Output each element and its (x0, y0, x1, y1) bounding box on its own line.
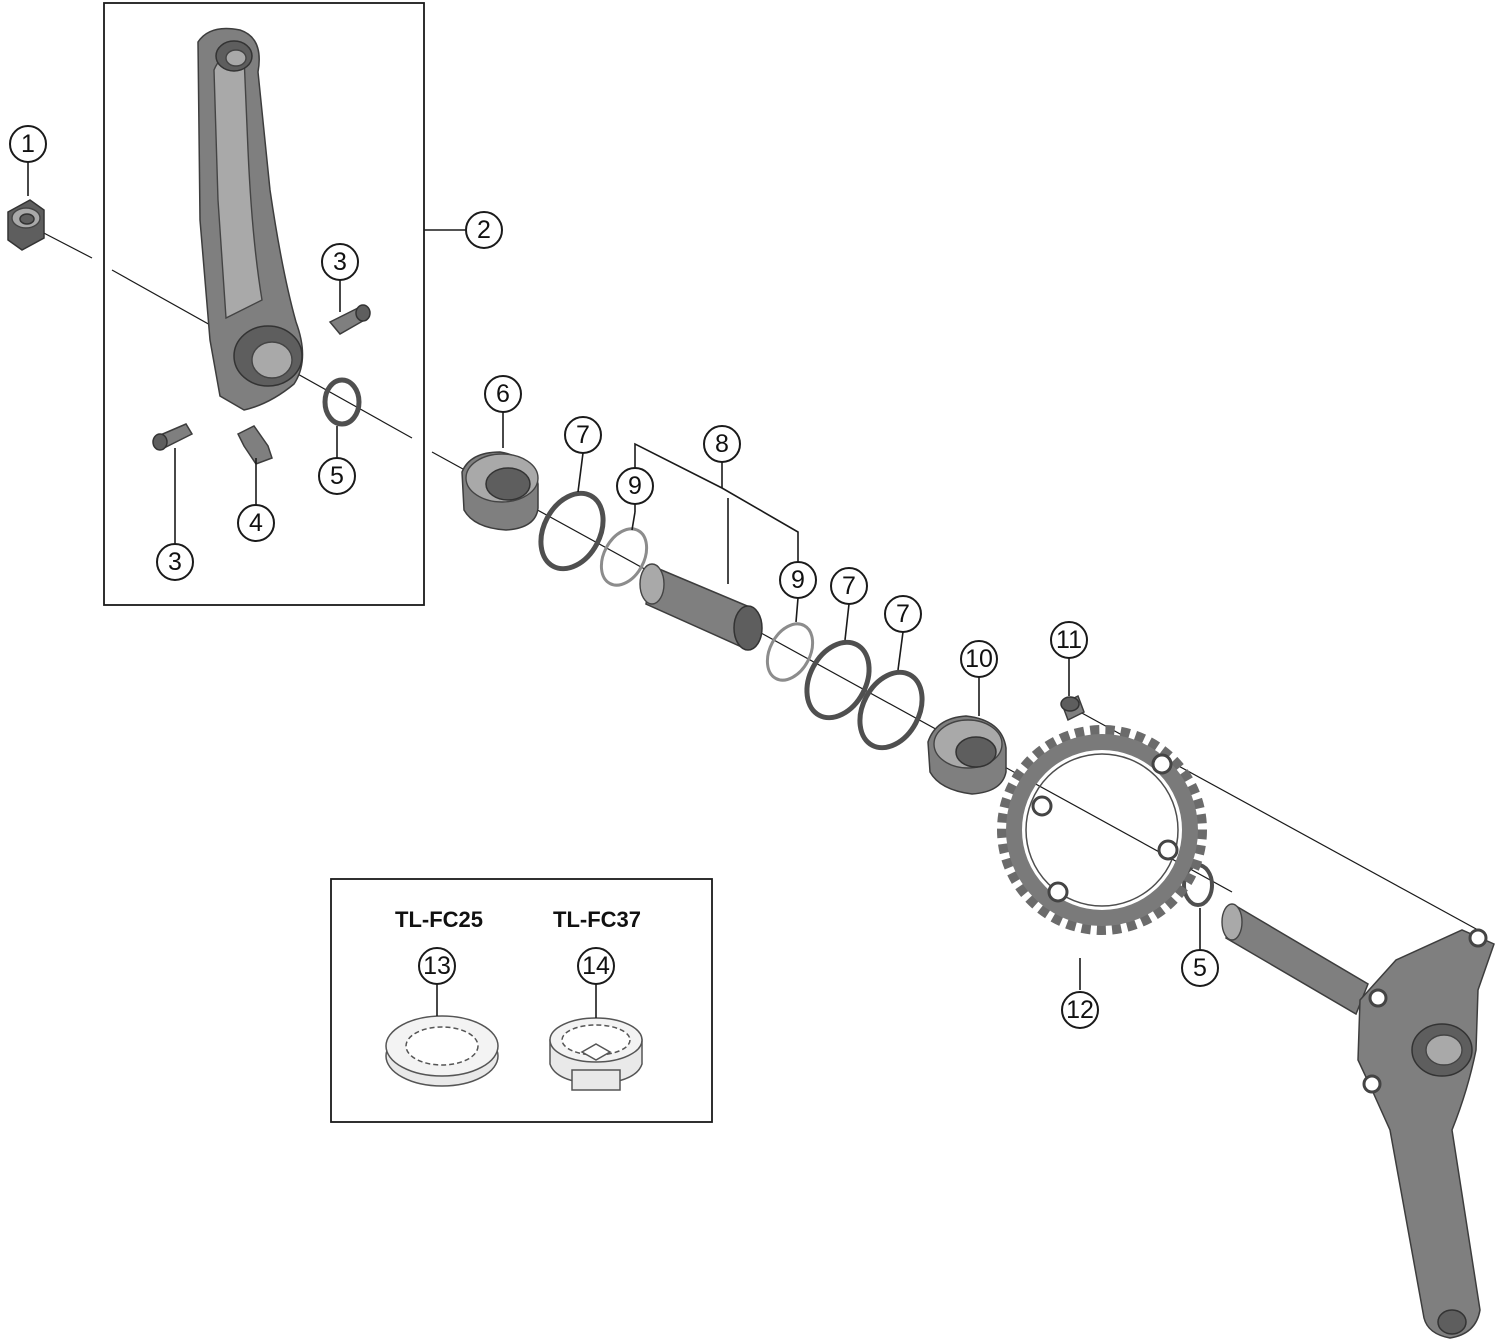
callout-13-label: 13 (423, 952, 451, 980)
right-bearing-cup-icon (927, 715, 1007, 795)
callout-10-label: 10 (965, 645, 993, 673)
pinch-bolt-lower-icon (152, 423, 194, 451)
crank-fixing-bolt-icon (7, 199, 45, 251)
callout-9-b: 9 (779, 561, 817, 599)
tool-fc25-label: TL-FC25 (395, 907, 483, 932)
callout-1: 1 (9, 125, 47, 163)
callout-7-b-label: 7 (842, 572, 856, 600)
callout-10: 10 (960, 640, 998, 678)
inner-cover-tube-icon (639, 563, 763, 651)
spacer-ring-2-icon (804, 639, 872, 721)
callout-6-label: 6 (496, 380, 510, 408)
bottom-bracket-tool-icon (549, 1017, 643, 1091)
callout-14: 14 (577, 947, 615, 985)
pinch-bolt-upper-icon (328, 304, 371, 335)
callout-1-label: 1 (21, 130, 35, 158)
callout-3-lower: 3 (156, 543, 194, 581)
crank-arm-spindle-icon (1221, 903, 1495, 1339)
callout-5-right-label: 5 (1193, 954, 1207, 982)
callout-8: 8 (703, 425, 741, 463)
chainring-bolt-icon (1060, 694, 1085, 722)
callout-2: 2 (465, 211, 503, 249)
spacer-ring-1-icon (538, 490, 606, 572)
crank-arm-icon (197, 27, 304, 411)
callout-13: 13 (418, 947, 456, 985)
callout-11-label: 11 (1056, 626, 1082, 654)
safety-plate-icon (236, 425, 273, 465)
tools-box (330, 878, 713, 1123)
callout-3-lower-label: 3 (168, 548, 182, 576)
callout-7-a-label: 7 (576, 421, 590, 449)
callout-8-label: 8 (715, 430, 729, 458)
callout-12-label: 12 (1066, 996, 1094, 1024)
lockring-tool-icon (385, 1015, 499, 1087)
callout-6: 6 (484, 375, 522, 413)
callout-7-b: 7 (830, 567, 868, 605)
callout-9-a-label: 9 (628, 472, 642, 500)
callout-5-left-label: 5 (330, 462, 344, 490)
callout-7-a: 7 (564, 416, 602, 454)
callout-9-a: 9 (616, 467, 654, 505)
callout-2-label: 2 (477, 216, 491, 244)
callout-14-label: 14 (582, 952, 610, 980)
callout-7-c-label: 7 (896, 600, 910, 628)
spacer-ring-3-icon (857, 669, 925, 751)
callout-5-left: 5 (318, 457, 356, 495)
left-crank-group-box (103, 2, 425, 606)
bearing-seal-ring-2-icon (765, 622, 815, 682)
chainring-icon (997, 725, 1207, 935)
callout-4-label: 4 (249, 509, 263, 537)
o-ring-left-icon (322, 377, 362, 427)
callout-4: 4 (237, 504, 275, 542)
callout-12: 12 (1061, 991, 1099, 1029)
leader-lines (27, 162, 1201, 1018)
callout-3-upper-label: 3 (333, 248, 347, 276)
callout-11: 11 (1050, 621, 1088, 659)
callout-3-upper: 3 (321, 243, 359, 281)
callout-5-right: 5 (1181, 949, 1219, 987)
callout-9-b-label: 9 (791, 566, 805, 594)
callout-7-c: 7 (884, 595, 922, 633)
tool-fc37-label: TL-FC37 (553, 907, 641, 932)
bearing-seal-ring-1-icon (599, 527, 649, 587)
bearing-cup-icon (461, 451, 539, 531)
